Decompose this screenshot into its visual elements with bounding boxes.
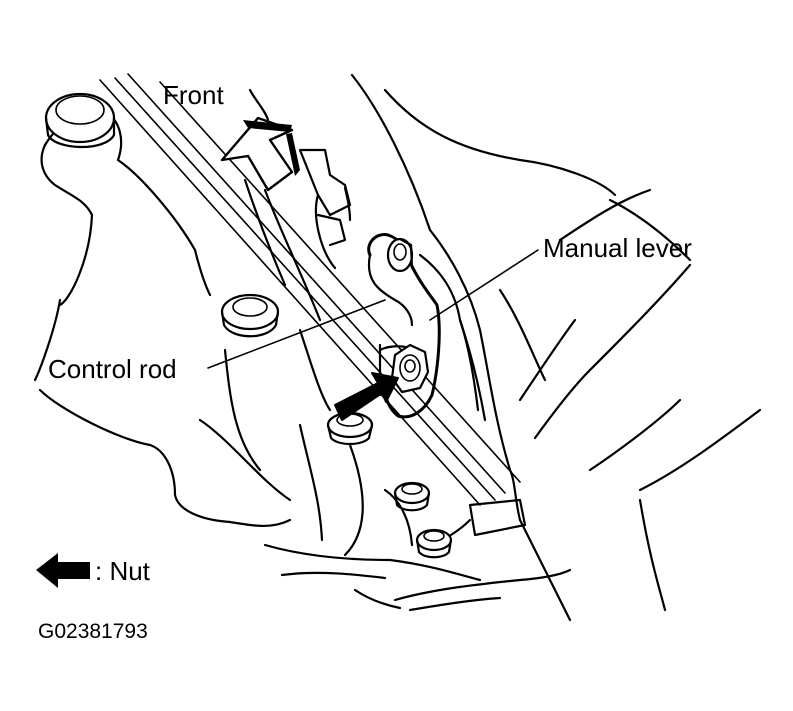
manual-lever-label: Manual lever	[543, 233, 692, 263]
housing-outline	[33, 73, 762, 622]
bracket-bolt-lower	[415, 528, 453, 559]
housing-boss-lower	[326, 411, 374, 446]
manual-lever	[367, 233, 441, 419]
control-rod-label: Control rod	[48, 354, 177, 384]
housing-boss-middle	[220, 293, 280, 338]
housing-boss-top-left	[44, 92, 116, 149]
nut	[390, 343, 430, 394]
front-label: Front	[163, 80, 224, 110]
front-direction-arrow-icon	[220, 116, 300, 192]
nut-indicator-arrow-icon	[334, 372, 399, 421]
legend-arrow-icon	[36, 553, 90, 588]
bracket-bolt-upper	[393, 481, 431, 512]
legend-nut-label: : Nut	[95, 556, 151, 586]
control-rod-linkage	[298, 148, 352, 270]
leader-lines	[207, 249, 539, 369]
figure-code: G02381793	[38, 620, 148, 643]
legend: : Nut	[36, 553, 151, 588]
